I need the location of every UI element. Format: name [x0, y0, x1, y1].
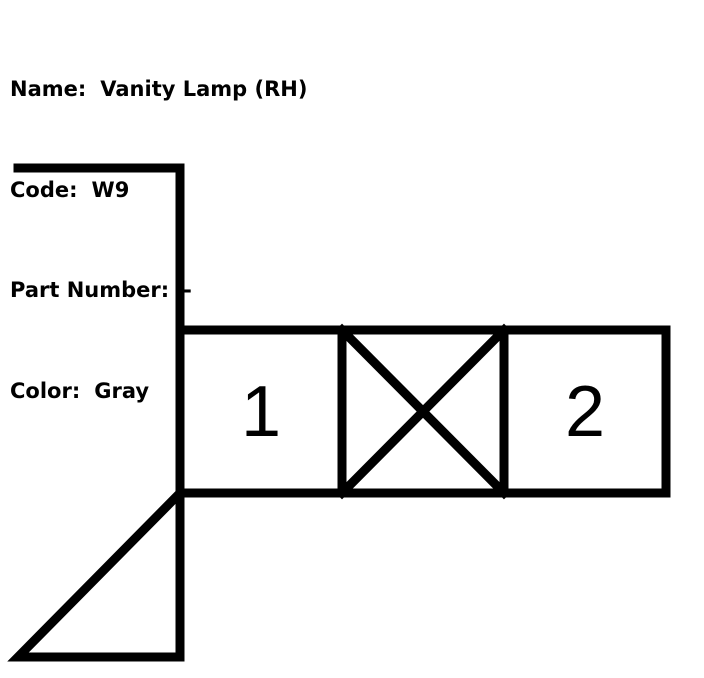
name-row: Name Vanity Lamp (RH): [10, 73, 307, 107]
part-number-label: Part Number: [10, 278, 169, 302]
pin-1-label: 1: [241, 372, 281, 452]
color-row: Color Gray: [10, 375, 307, 409]
part-number-value: -: [183, 278, 192, 302]
color-value: Gray: [94, 378, 150, 403]
code-row: Code W9: [10, 174, 307, 208]
blank-cavity-cross-b: [335, 323, 511, 500]
connector-info: Name Vanity Lamp (RH) Code W9 Part Number-…: [10, 6, 307, 442]
part-number-row: Part Number-: [10, 274, 307, 308]
name-label: Name: [10, 77, 86, 101]
connector-housing: [7, 163, 185, 662]
pin-2-label: 2: [565, 372, 605, 452]
code-label: Code: [10, 178, 78, 202]
code-value: W9: [91, 177, 130, 202]
pin-block: [175, 325, 671, 498]
color-label: Color: [10, 379, 80, 403]
name-value: Vanity Lamp (RH): [100, 77, 308, 101]
